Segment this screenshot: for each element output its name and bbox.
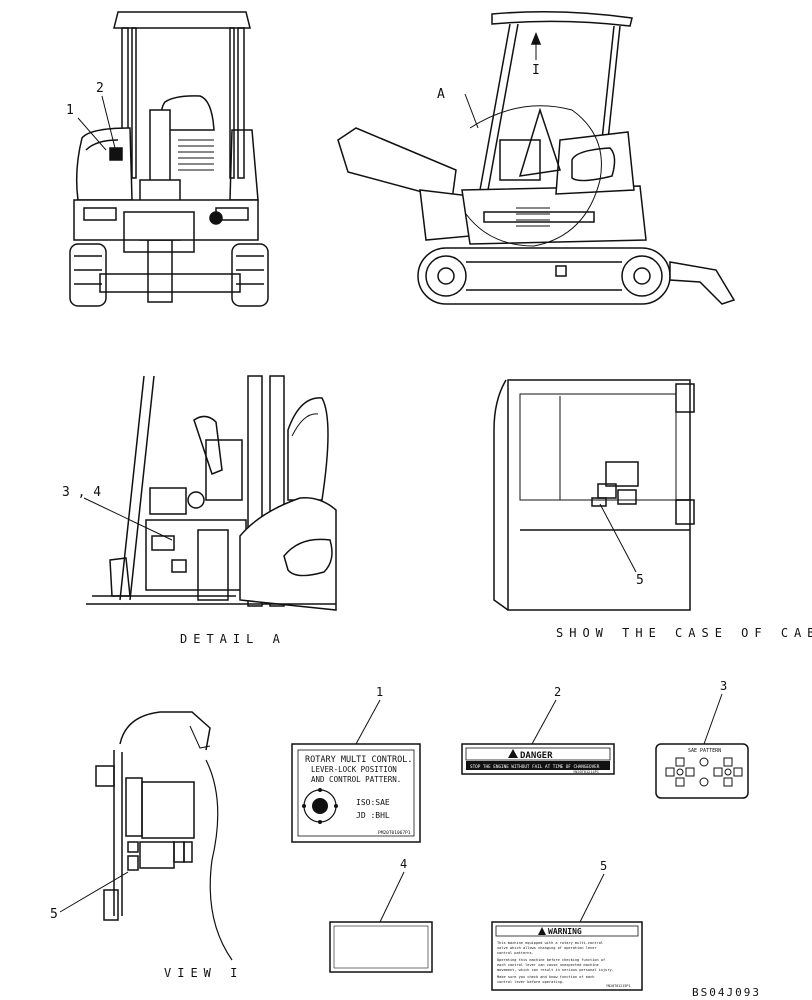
decal-5-line7: Make sure you check and know function of…: [497, 975, 594, 979]
caption-case-of-cab: SHOW THE CASE OF CAB: [556, 626, 812, 640]
callout-5-cab: 5: [636, 573, 644, 588]
decal-1-jd: JD :BHL: [356, 811, 390, 820]
callout-5-view-i: 5: [50, 907, 58, 922]
decal-5-title: WARNING: [548, 927, 582, 936]
callout-A: A: [437, 87, 445, 102]
decal-1-line1: LEVER-LOCK POSITION: [311, 765, 397, 774]
decal-5-line4: Operating this machine before checking f…: [497, 958, 605, 962]
decal-5-warning: [491, 873, 643, 991]
callout-1-front: 1: [66, 103, 74, 118]
front-view-excavator: [69, 11, 269, 307]
decal-1-rotary-multi-control: [291, 699, 421, 843]
caption-view-i: VIEW I: [164, 966, 243, 980]
decal-2-code: YN20T01214P1: [573, 770, 599, 774]
decal-3-sae-pattern: [655, 693, 749, 799]
callout-I: I: [532, 63, 540, 78]
decal-5-line6: movement, which can result in serious pe…: [497, 968, 614, 972]
decal-2-danger: [461, 699, 615, 775]
decal-3-title: SAE PATTERN: [688, 748, 721, 754]
decal-1-title: ROTARY MULTI CONTROL.: [305, 755, 412, 765]
callout-1-decal: 1: [376, 685, 383, 699]
decal-1-code: PM20T01067P1: [378, 830, 411, 836]
callout-2-decal: 2: [554, 685, 561, 699]
decal-5-line8: control lever before operating.: [497, 980, 564, 984]
callout-2-front: 2: [96, 81, 104, 96]
decal-5-code: YN20T01215P1: [606, 984, 631, 988]
decal-1-line2: AND CONTROL PATTERN.: [311, 775, 401, 784]
view-i-drawing: [59, 711, 233, 961]
callout-5-decal: 5: [600, 859, 607, 873]
caption-detail-a: DETAIL A: [180, 632, 286, 646]
decal-1-iso: ISO:SAE: [356, 798, 390, 807]
detail-a-drawing: [83, 375, 337, 611]
cab-case-drawing: [493, 379, 695, 611]
decal-5-line1: This machine equipped with a rotary mult…: [497, 941, 603, 945]
decal-2-text: STOP THE ENGINE WITHOUT FAIL AT TIME OF …: [470, 764, 600, 770]
decal-5-line2: valve which allows changing of operation…: [497, 946, 597, 950]
decal-5-line3: control patterns.: [497, 951, 534, 955]
callout-4-decal: 4: [400, 857, 407, 871]
callout-3-4: 3 , 4: [62, 485, 101, 500]
drawing-id: BS04J093: [692, 986, 761, 999]
decal-5-line5: each control lever can cause unexpected …: [497, 963, 599, 967]
side-view-excavator: [337, 11, 736, 305]
decal-2-title: DANGER: [520, 751, 553, 761]
callout-3-decal: 3: [720, 679, 727, 693]
decal-4-blank: [329, 871, 433, 973]
